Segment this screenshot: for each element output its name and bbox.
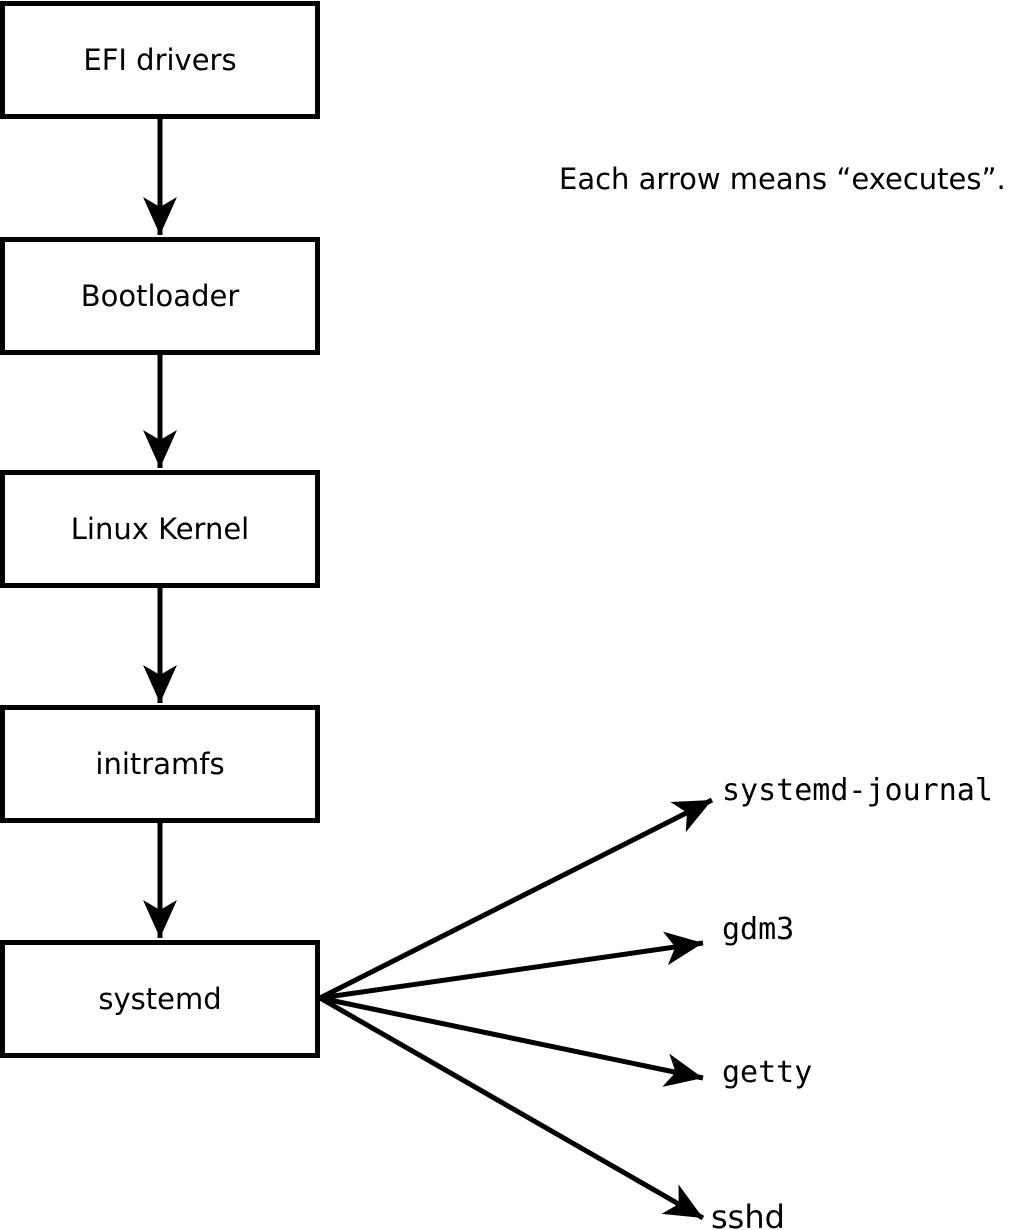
arrow-systemd-to-getty (319, 995, 704, 1087)
node-bootloader: Bootloader (0, 237, 320, 355)
node-linux-kernel: Linux Kernel (0, 470, 320, 588)
leaf-systemd-journal-label: systemd-journal (722, 773, 993, 808)
leaf-sshd-label: sshd (711, 1198, 785, 1230)
node-initramfs: initramfs (0, 705, 320, 823)
leaf-getty-label: getty (722, 1055, 813, 1090)
node-systemd: systemd (0, 940, 320, 1058)
node-bootloader-label: Bootloader (80, 278, 240, 313)
node-initramfs-label: initramfs (95, 746, 225, 781)
arrow-meaning-note: Each arrow means “executes”. (559, 162, 1006, 196)
node-systemd-label: systemd (98, 981, 222, 1016)
arrow-systemd-to-gdm3 (319, 931, 704, 1001)
node-efi-drivers-label: EFI drivers (83, 42, 237, 77)
arrow-systemd-to-systemd-journal (318, 797, 714, 1001)
node-linux-kernel-label: Linux Kernel (70, 511, 250, 546)
leaf-gdm3-label: gdm3 (722, 912, 795, 947)
arrow-systemd-to-sshd (318, 995, 705, 1221)
node-efi-drivers: EFI drivers (0, 1, 320, 119)
